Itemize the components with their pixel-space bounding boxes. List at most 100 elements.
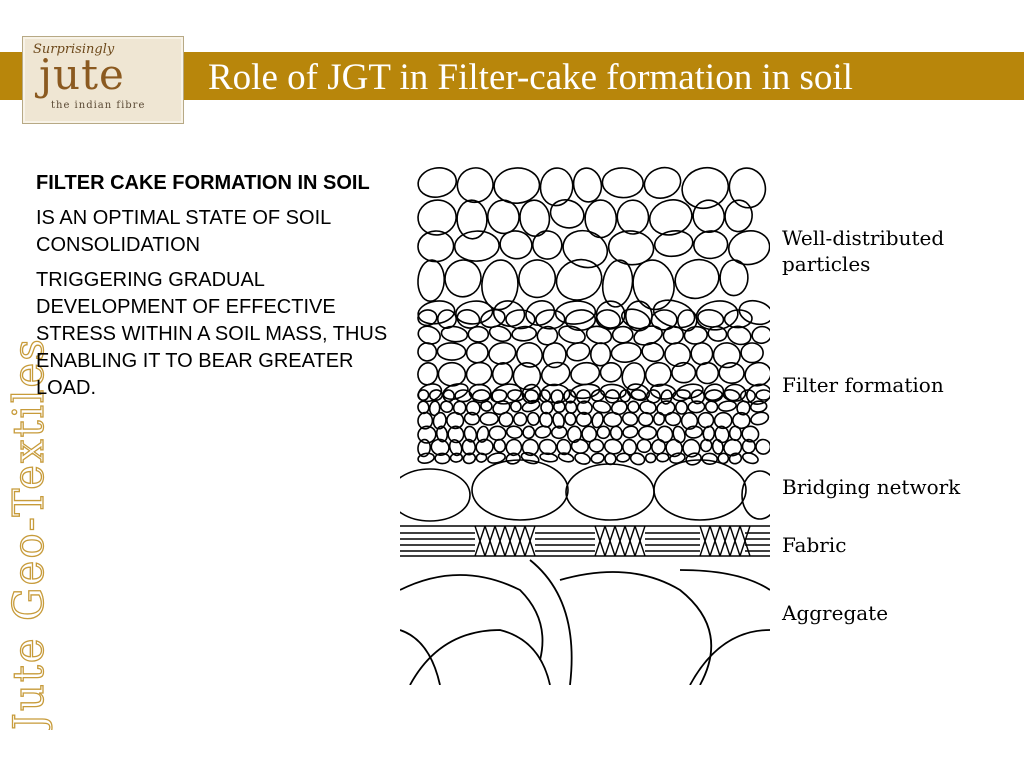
soil-particle bbox=[637, 411, 654, 427]
soil-particle bbox=[622, 438, 638, 456]
soil-particle bbox=[728, 425, 742, 442]
soil-particle bbox=[417, 452, 435, 464]
soil-particle bbox=[664, 411, 682, 427]
soil-particle bbox=[456, 167, 494, 204]
soil-particle bbox=[682, 438, 701, 458]
soil-particle bbox=[566, 342, 591, 362]
soil-particle bbox=[552, 411, 565, 429]
soil-particle bbox=[569, 383, 601, 400]
soil-particle bbox=[630, 389, 647, 401]
soil-particle bbox=[690, 389, 706, 405]
soil-particle bbox=[714, 425, 730, 444]
soil-particle bbox=[435, 425, 449, 443]
soil-particle bbox=[749, 400, 768, 413]
jute-logo: Surprisingly jute the indian fibre bbox=[22, 36, 184, 124]
soil-particle bbox=[738, 299, 770, 326]
soil-particle bbox=[596, 425, 611, 440]
soil-particle bbox=[465, 342, 489, 364]
slide-title: Role of JGT in Filter-cake formation in … bbox=[208, 57, 853, 98]
soil-particle bbox=[693, 230, 729, 260]
soil-particle bbox=[740, 342, 764, 364]
soil-particle bbox=[440, 325, 469, 343]
bridging-particle bbox=[400, 468, 471, 522]
label-filter-formation: Filter formation bbox=[782, 373, 944, 397]
soil-particle bbox=[755, 438, 770, 455]
soil-particle bbox=[727, 230, 770, 266]
soil-particle bbox=[704, 400, 719, 414]
soil-particle bbox=[702, 425, 716, 442]
soil-particle bbox=[436, 342, 467, 361]
soil-particle bbox=[717, 400, 737, 412]
soil-particle bbox=[479, 411, 499, 426]
soil-particle bbox=[750, 411, 770, 426]
soil-particle bbox=[728, 452, 743, 465]
soil-particle bbox=[456, 308, 481, 329]
soil-particle bbox=[461, 438, 477, 456]
soil-particle bbox=[656, 452, 670, 463]
soil-particle bbox=[611, 325, 634, 344]
soil-particle bbox=[680, 411, 699, 430]
soil-particle bbox=[515, 342, 544, 368]
soil-particle bbox=[456, 199, 488, 240]
soil-particle bbox=[711, 438, 724, 455]
body-heading: FILTER CAKE FORMATION IN SOIL bbox=[36, 172, 370, 194]
soil-particle bbox=[652, 299, 696, 329]
soil-particle bbox=[712, 342, 741, 369]
soil-particle bbox=[616, 199, 650, 235]
soil-particle bbox=[603, 411, 623, 428]
soil-particle bbox=[656, 400, 676, 416]
soil-particle bbox=[644, 452, 657, 464]
soil-particle bbox=[417, 259, 446, 302]
soil-particle bbox=[651, 438, 666, 455]
soil-particle bbox=[512, 361, 542, 391]
soil-particle bbox=[447, 425, 465, 444]
soil-particle bbox=[717, 452, 730, 465]
soil-particle bbox=[685, 452, 702, 466]
soil-particle bbox=[723, 309, 753, 329]
soil-particle bbox=[701, 452, 718, 466]
soil-particle bbox=[417, 342, 438, 362]
soil-particle bbox=[505, 425, 523, 439]
soil-particle bbox=[499, 230, 533, 260]
label-fabric: Fabric bbox=[782, 533, 847, 557]
soil-particle bbox=[539, 452, 559, 463]
soil-particle bbox=[509, 400, 522, 413]
soil-particle bbox=[672, 425, 686, 444]
bridging-particle bbox=[565, 463, 655, 521]
soil-particle bbox=[588, 438, 605, 453]
soil-particle bbox=[434, 452, 451, 465]
soil-particle bbox=[518, 259, 557, 299]
soil-particle bbox=[601, 259, 634, 308]
soil-particle bbox=[707, 325, 728, 342]
soil-particle bbox=[603, 438, 623, 455]
soil-particle bbox=[574, 452, 591, 465]
soil-particle bbox=[428, 400, 441, 417]
soil-particle bbox=[755, 389, 770, 401]
soil-particle bbox=[439, 400, 454, 413]
soil-particle bbox=[493, 167, 541, 205]
soil-particle bbox=[653, 230, 694, 258]
soil-particle bbox=[480, 400, 493, 412]
soil-particle bbox=[622, 425, 639, 439]
fabric-layer bbox=[400, 525, 770, 557]
soil-particle bbox=[674, 258, 720, 300]
soil-particle bbox=[449, 452, 464, 463]
soil-particle bbox=[521, 438, 540, 457]
soil-particle bbox=[650, 309, 678, 331]
soil-particle bbox=[491, 362, 514, 386]
soil-particle bbox=[699, 438, 713, 453]
soil-particle bbox=[448, 439, 463, 457]
soil-particle bbox=[417, 438, 432, 458]
soil-particle bbox=[463, 411, 481, 426]
soil-particle bbox=[550, 425, 568, 440]
soil-particle bbox=[671, 361, 697, 384]
soil-particle bbox=[683, 325, 708, 345]
soil-particle bbox=[736, 400, 751, 416]
soil-particle bbox=[462, 452, 477, 465]
aggregate-layer bbox=[400, 559, 770, 685]
soil-particle bbox=[542, 342, 567, 369]
soil-particle bbox=[428, 389, 444, 402]
soil-particle bbox=[476, 425, 490, 443]
soil-particle bbox=[591, 411, 604, 429]
soil-particle bbox=[726, 325, 752, 346]
